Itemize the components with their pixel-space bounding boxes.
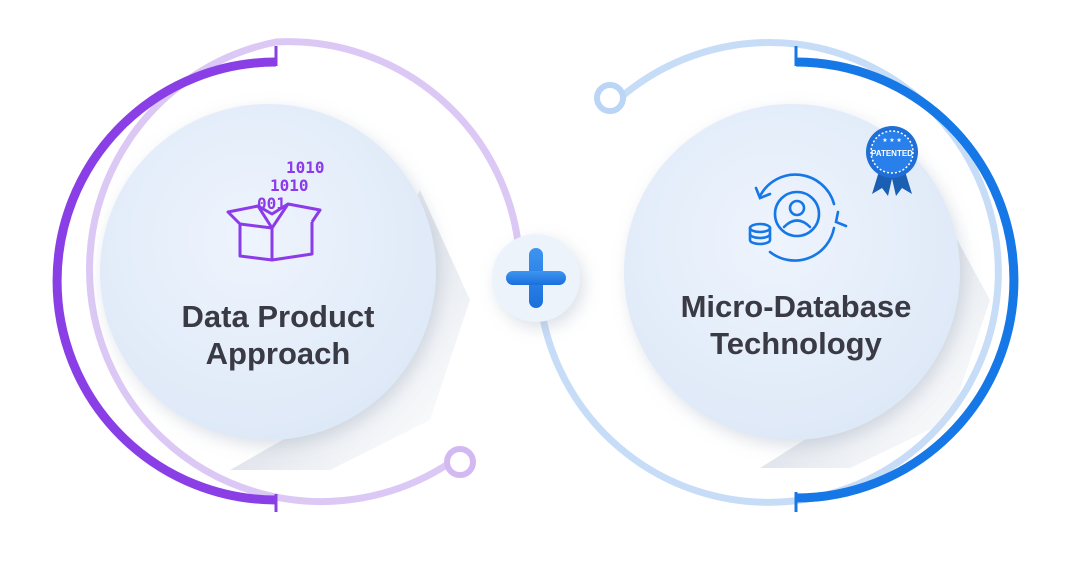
binary-line-1: 1010 [286, 158, 325, 177]
left-outer-ring [86, 38, 455, 505]
right-card-title-line2: Technology [710, 326, 882, 361]
left-card [100, 104, 436, 440]
binary-line-2: 1010 [270, 176, 309, 195]
badge-stars-icon: ★ ★ ★ [882, 137, 901, 144]
left-module: 1010 1010 001 Data Product Approach [52, 38, 524, 512]
user-sync-database-icon [748, 173, 848, 262]
open-box-with-binary-icon: 1010 1010 001 [226, 158, 325, 262]
right-outer-ring-top [616, 39, 800, 102]
left-outer-ring-top [272, 38, 524, 269]
left-card-title-line1: Data Product [182, 299, 375, 334]
left-card-title-line2: Approach [206, 336, 351, 371]
plus-icon [506, 248, 566, 308]
right-module: PATENTED ★ ★ ★ Micro-Database Technology [536, 39, 1019, 512]
patented-badge: PATENTED ★ ★ ★ [866, 126, 918, 196]
patented-badge-text: PATENTED [871, 149, 913, 158]
right-card-title-line1: Micro-Database [681, 289, 912, 324]
left-ring-end-node [444, 446, 476, 478]
left-accent-arc [52, 57, 277, 505]
plus-connector [492, 234, 580, 322]
right-ring-end-node [594, 82, 626, 114]
right-accent-arc [795, 57, 1019, 503]
